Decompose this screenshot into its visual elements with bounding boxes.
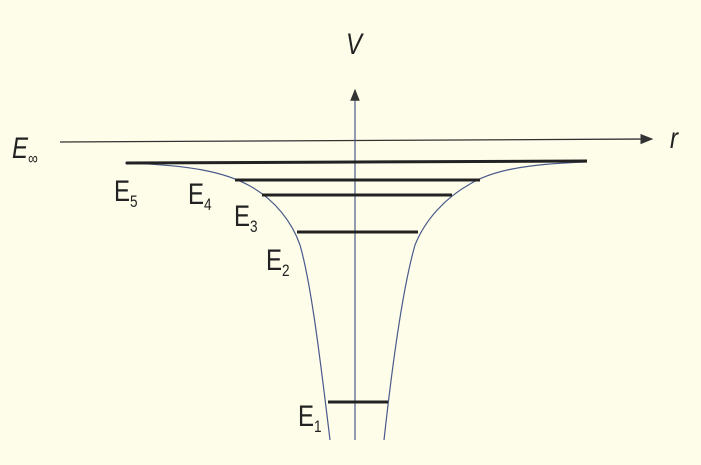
e4-label: E4 — [188, 178, 212, 214]
e5-label: E5 — [114, 175, 138, 211]
e1-label: E1 — [298, 400, 322, 436]
energy-level-5 — [125, 159, 588, 165]
e3-label: E3 — [234, 200, 258, 236]
e2-label: E2 — [266, 244, 290, 280]
v-axis-label: V — [346, 28, 363, 61]
potential-curve-right — [383, 161, 588, 441]
e-infinity-label: E∞ — [12, 132, 38, 168]
r-axis-label: r — [670, 122, 678, 155]
potential-curve-left — [124, 162, 331, 441]
r-axis — [59, 133, 654, 145]
